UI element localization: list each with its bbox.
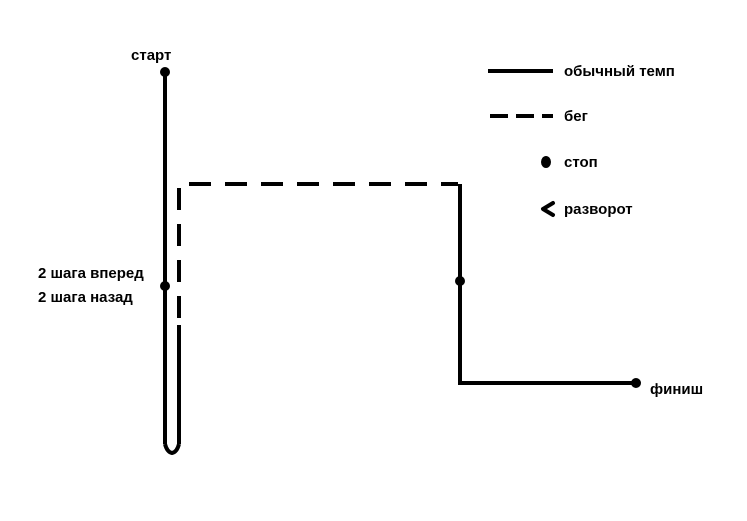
legend-stop-icon xyxy=(541,156,551,168)
legend: обычный темп бег стоп разворот xyxy=(488,63,675,218)
start-label: старт xyxy=(131,47,171,64)
finish-point xyxy=(631,378,641,388)
stop-point-left xyxy=(160,281,170,291)
legend-turnaround-label: разворот xyxy=(564,201,633,218)
legend-stop-label: стоп xyxy=(564,154,598,171)
turnaround-bottom xyxy=(163,443,181,456)
steps-back-label: 2 шага назад xyxy=(38,289,133,306)
legend-normal-label: обычный темп xyxy=(564,63,675,80)
finish-label: финиш xyxy=(650,381,703,398)
legend-run-label: бег xyxy=(564,108,588,125)
steps-forward-label: 2 шага вперед xyxy=(38,265,144,282)
legend-turnaround-icon xyxy=(541,201,555,217)
path-run xyxy=(177,182,458,318)
stop-point-right xyxy=(455,276,465,286)
